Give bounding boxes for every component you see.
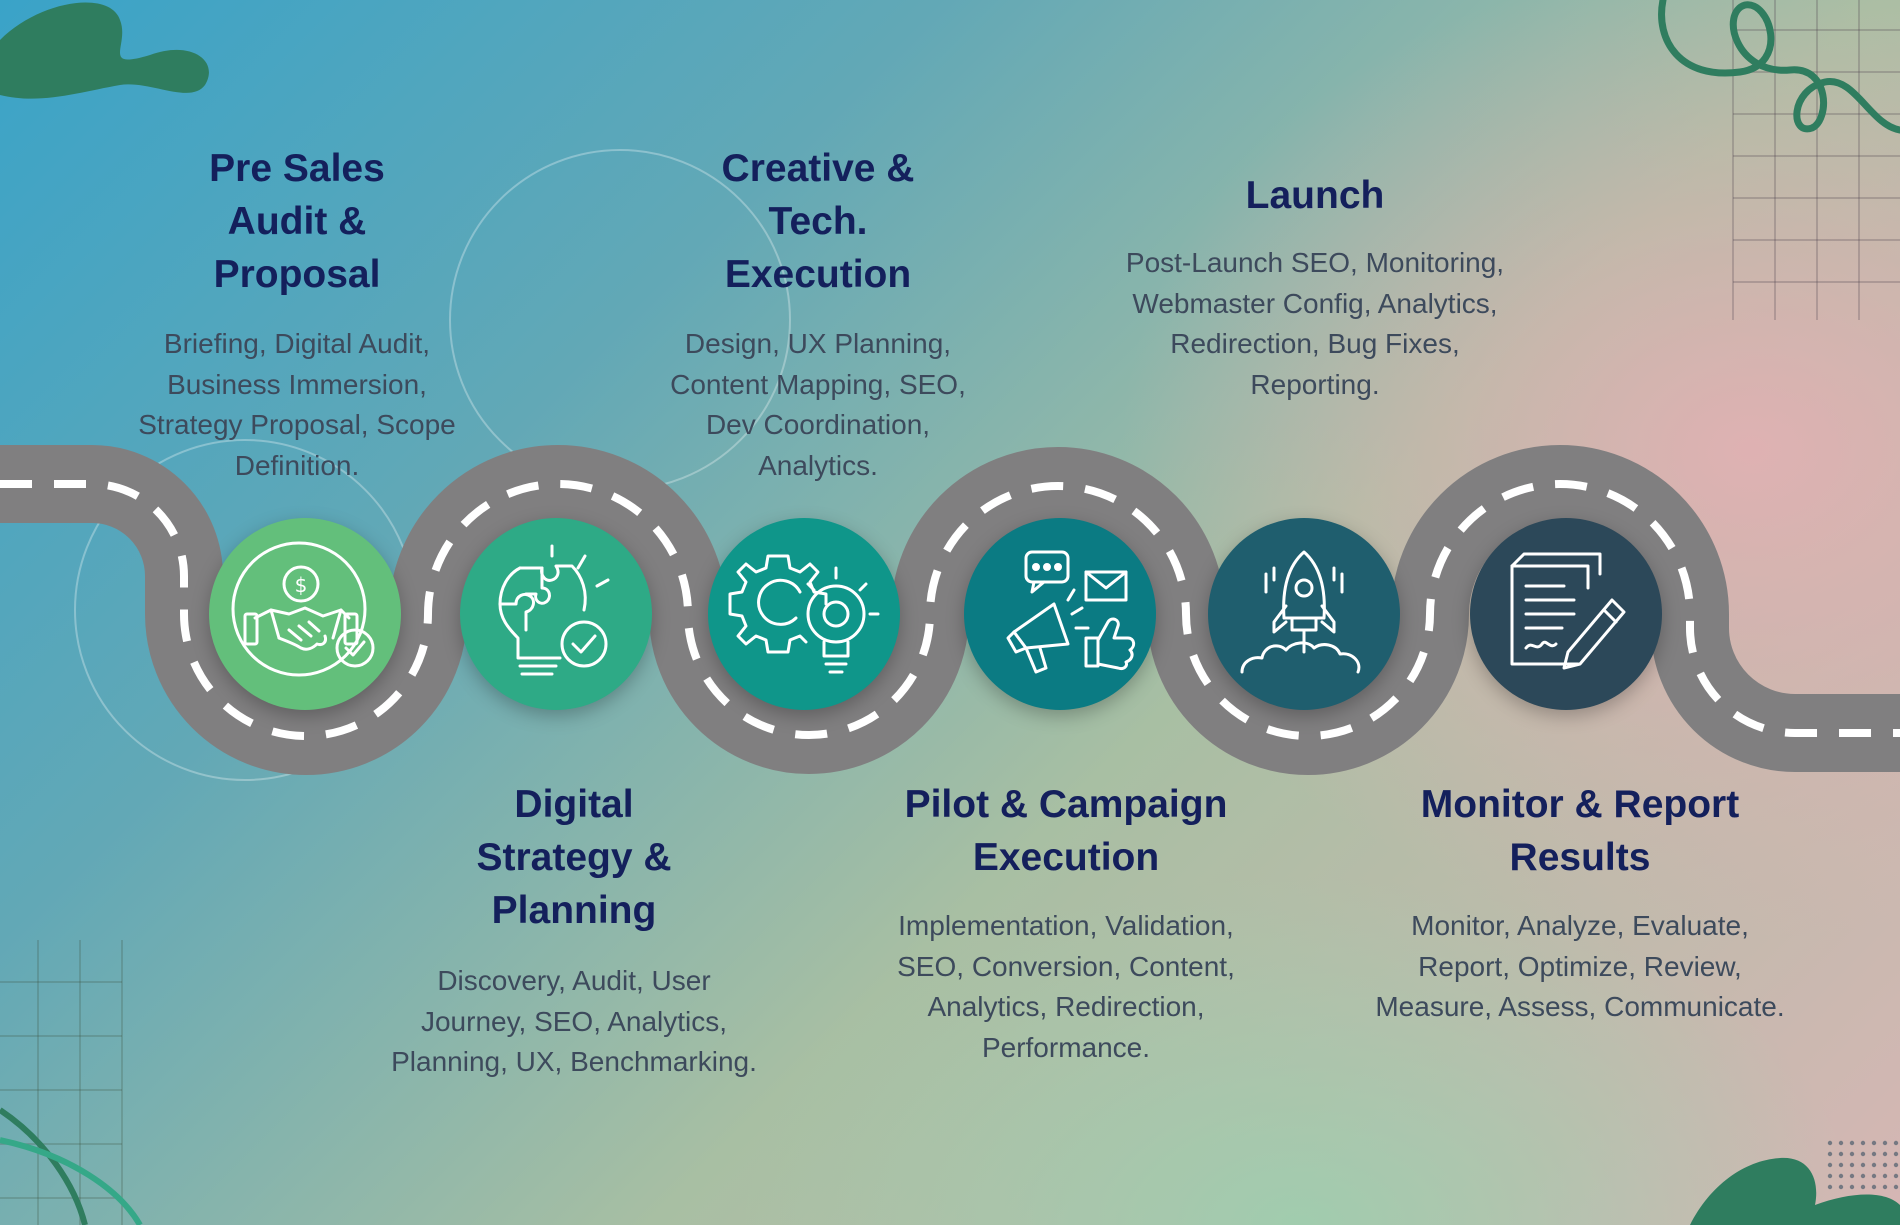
dot-decoration bbox=[1893, 1140, 1899, 1146]
dot-decoration bbox=[1893, 1173, 1899, 1179]
step-3-circle bbox=[708, 518, 900, 710]
dot-decoration bbox=[1860, 1173, 1866, 1179]
dot-decoration bbox=[1827, 1162, 1833, 1168]
dot-decoration bbox=[1827, 1140, 1833, 1146]
step-1-circle: $ bbox=[209, 518, 401, 710]
dot-decoration bbox=[1849, 1184, 1855, 1190]
step-5-circle bbox=[1208, 518, 1400, 710]
dot-decoration bbox=[1849, 1140, 1855, 1146]
step-5-description: Post-Launch SEO, Monitoring, Webmaster C… bbox=[1125, 247, 1505, 400]
step-6-description: Monitor, Analyze, Evaluate, Report, Opti… bbox=[1375, 910, 1785, 1022]
bottom-left-grid-decoration bbox=[0, 940, 123, 1225]
step-3-title: Creative & Tech. Execution bbox=[721, 147, 915, 296]
step-6-circle bbox=[1470, 518, 1662, 710]
dot-decoration bbox=[1849, 1173, 1855, 1179]
road-center-dashes bbox=[0, 480, 1900, 740]
dot-decoration bbox=[1838, 1162, 1844, 1168]
bottom-left-arc-decoration bbox=[0, 1107, 88, 1225]
rocket-icon bbox=[1240, 550, 1361, 674]
gear-bulb-icon bbox=[728, 554, 880, 674]
step-2-title: Digital Strategy & Planning bbox=[476, 783, 672, 932]
top-right-squiggle-decoration bbox=[1658, 0, 1900, 134]
dot-decoration bbox=[1827, 1173, 1833, 1179]
dot-decoration bbox=[1860, 1162, 1866, 1168]
dot-decoration bbox=[1893, 1151, 1899, 1157]
dot-decoration bbox=[1882, 1140, 1888, 1146]
dot-decoration bbox=[1838, 1173, 1844, 1179]
dot-decoration bbox=[1893, 1184, 1899, 1190]
top-left-brush-shape bbox=[0, 2, 209, 99]
step-5-title: Launch bbox=[1245, 174, 1385, 217]
dot-decoration bbox=[1838, 1140, 1844, 1146]
dot-decoration bbox=[1882, 1162, 1888, 1168]
dot-decoration bbox=[1849, 1151, 1855, 1157]
dot-decoration bbox=[1838, 1184, 1844, 1190]
dot-decoration bbox=[1849, 1162, 1855, 1168]
step-4-title: Pilot & Campaign Execution bbox=[904, 783, 1228, 879]
dot-decoration bbox=[1893, 1162, 1899, 1168]
dot-decoration bbox=[1838, 1151, 1844, 1157]
bottom-right-leaf-shape bbox=[1690, 1157, 1900, 1225]
step-4-circle bbox=[964, 518, 1156, 710]
dot-decoration bbox=[1882, 1173, 1888, 1179]
dot-decoration bbox=[1871, 1162, 1877, 1168]
dot-decoration bbox=[1860, 1140, 1866, 1146]
step-3-description: Design, UX Planning, Content Mapping, SE… bbox=[670, 328, 966, 481]
bottom-left-arc-decoration bbox=[0, 1137, 143, 1225]
megaphone-icon bbox=[1006, 550, 1136, 674]
step-1-title: Pre Sales Audit & Proposal bbox=[209, 147, 385, 296]
dot-decoration bbox=[1827, 1151, 1833, 1157]
step-6-title: Monitor & Report Results bbox=[1420, 783, 1740, 879]
svg-text:$: $ bbox=[295, 573, 308, 597]
dot-decoration bbox=[1860, 1184, 1866, 1190]
dot-decoration bbox=[1882, 1184, 1888, 1190]
dot-decoration bbox=[1871, 1173, 1877, 1179]
dot-decoration bbox=[1860, 1151, 1866, 1157]
document-pen-icon bbox=[1510, 552, 1626, 670]
handshake-dollar-check-icon: $ bbox=[231, 541, 375, 677]
step-2-circle bbox=[460, 518, 652, 710]
step-4-description: Implementation, Validation, SEO, Convers… bbox=[897, 910, 1235, 1063]
dot-decoration bbox=[1882, 1151, 1888, 1157]
step-2-description: Discovery, Audit, User Journey, SEO, Ana… bbox=[391, 965, 757, 1077]
dot-decoration bbox=[1871, 1184, 1877, 1190]
bottom-right-dot-pattern bbox=[1827, 1140, 1899, 1190]
dot-decoration bbox=[1871, 1140, 1877, 1146]
dot-decoration bbox=[1827, 1184, 1833, 1190]
top-right-grid-decoration bbox=[1732, 0, 1900, 320]
dot-decoration bbox=[1871, 1151, 1877, 1157]
step-1-description: Briefing, Digital Audit, Business Immers… bbox=[138, 328, 456, 481]
puzzle-bulb-check-icon bbox=[498, 544, 610, 676]
